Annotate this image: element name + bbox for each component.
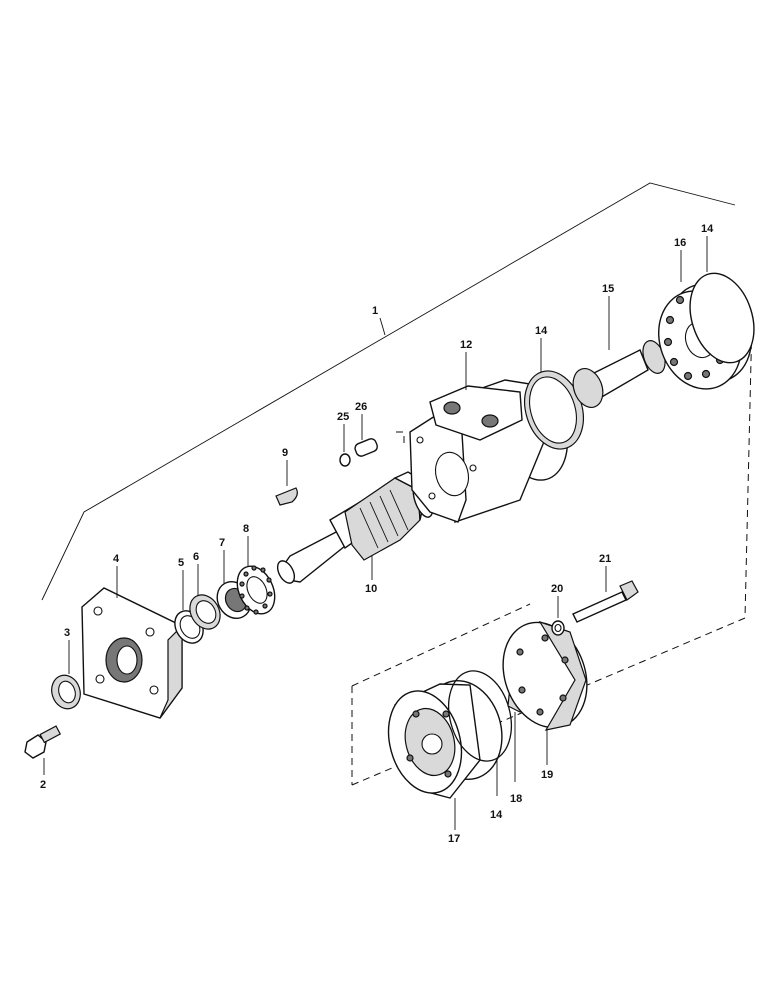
callout-15: 15 [602,283,614,295]
bolt-item-2 [24,725,62,775]
seal-ring-item-14-lower [448,670,512,796]
seal-ring-item-14-right [689,236,755,364]
callout-21: 21 [599,553,611,565]
thrust-bearing-item-8 [236,536,276,615]
callout-labels: 1 2 3 4 5 6 7 8 9 10 12 14 14 14 15 16 1… [40,223,714,845]
callout-16: 16 [674,237,686,249]
gerotor-item-17 [387,680,503,830]
callout-7: 7 [219,537,225,549]
callout-14-lower: 14 [490,809,503,821]
check-plug-item-26 [354,414,379,457]
callout-3: 3 [64,627,70,639]
callout-5: 5 [178,557,184,569]
callout-14-right: 14 [701,223,714,235]
callout-18: 18 [510,793,522,805]
o-ring-item-25 [339,424,351,467]
callout-9: 9 [282,447,288,459]
key-item-9 [275,460,298,506]
callout-14-upper: 14 [535,325,548,337]
seal-ring-item-14-upper [524,338,584,450]
callout-25: 25 [337,411,349,423]
drive-link-item-15 [572,296,666,408]
callout-19: 19 [541,769,553,781]
assembly-bracket [41,182,736,601]
callout-17: 17 [448,833,460,845]
end-cap-item-19 [502,620,588,765]
cap-screw-item-21 [572,566,639,623]
callout-4: 4 [113,553,120,565]
callout-8: 8 [243,523,249,535]
seal-item-3 [51,640,81,710]
ring-item-6 [189,564,221,630]
callout-26: 26 [355,401,367,413]
callout-2: 2 [40,779,46,791]
callout-6: 6 [193,551,199,563]
callout-20: 20 [551,583,563,595]
mounting-flange-item-4 [81,566,183,719]
gerotor-group-outline [351,317,753,786]
callout-1: 1 [372,305,378,317]
callout-12: 12 [460,339,472,351]
washer-item-20 [551,596,565,636]
callout-10: 10 [365,583,377,595]
